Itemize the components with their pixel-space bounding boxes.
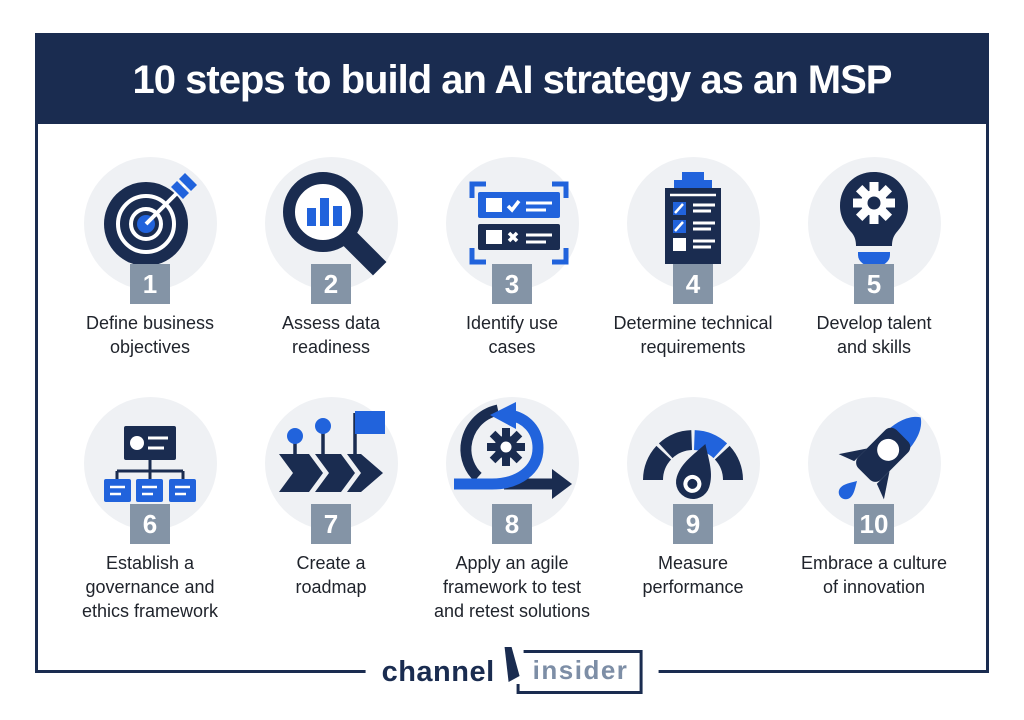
step-label: Measure performance <box>642 553 744 597</box>
step-icon-circle <box>83 157 217 290</box>
gauge-icon <box>643 429 743 499</box>
step-icon-circle <box>445 397 579 530</box>
step-number-badge: 7 <box>311 504 351 544</box>
brand-logo: channel insider <box>365 646 659 694</box>
rocket-icon <box>838 416 922 499</box>
magnifier-chart-icon <box>283 171 387 275</box>
step-item-2: 2 Assess data readiness <box>241 157 422 359</box>
content-frame: 10 steps to build an AI strategy as an M… <box>35 33 989 694</box>
step-number-badge: 9 <box>673 504 713 544</box>
step-label: Establish a governance and ethics framew… <box>81 553 219 621</box>
step-item-3: 3 Identify use cases <box>422 157 603 359</box>
step-item-8: 8 Apply an agile framework to test and r… <box>422 397 603 623</box>
step-number-badge: 1 <box>130 264 170 304</box>
step-label: Embrace a culture of innovation <box>800 553 948 597</box>
step-label: Define business objectives <box>85 313 215 357</box>
step-item-5: 5 Develop talent and skills <box>784 157 965 359</box>
brand-slash-icon <box>499 646 524 684</box>
roadmap-arrow-icon <box>279 410 385 492</box>
step-number-badge: 2 <box>311 264 351 304</box>
use-case-list-icon <box>469 181 569 264</box>
step-icon-circle <box>626 397 760 530</box>
steps-row-2: 6 Establish a governance and ethics fram… <box>60 397 965 623</box>
step-number-badge: 8 <box>492 504 532 544</box>
step-icon-circle <box>626 157 760 290</box>
header-banner: 10 steps to build an AI strategy as an M… <box>38 36 986 124</box>
step-number-badge: 4 <box>673 264 713 304</box>
step-item-6: 6 Establish a governance and ethics fram… <box>60 397 241 623</box>
brand-channel-text: channel <box>381 655 495 688</box>
step-label: Identify use cases <box>465 313 559 357</box>
step-label: Develop talent and skills <box>816 313 932 357</box>
step-item-9: 9 Measure performance <box>603 397 784 623</box>
lightbulb-gear-icon <box>840 171 908 267</box>
steps-row-1: 1 Define business objectives 2 Assess da… <box>60 157 965 359</box>
agile-loop-icon <box>454 401 572 499</box>
step-icon-circle <box>264 397 398 530</box>
step-number-badge: 5 <box>854 264 894 304</box>
org-chart-icon <box>104 425 196 502</box>
step-item-10: 10 Embrace a culture of innovation <box>784 397 965 623</box>
brand-insider-text: insider <box>532 655 629 685</box>
checklist-clipboard-icon <box>665 171 721 264</box>
target-arrow-icon <box>104 172 197 266</box>
step-item-7: 7 Create a roadmap <box>241 397 422 623</box>
step-item-1: 1 Define business objectives <box>60 157 241 359</box>
step-label: Assess data readiness <box>281 313 381 357</box>
step-label: Create a roadmap <box>295 553 367 597</box>
step-label: Determine technical requirements <box>613 313 773 357</box>
step-number-badge: 10 <box>854 504 894 544</box>
step-label: Apply an agile framework to test and ret… <box>433 553 591 621</box>
step-number-badge: 3 <box>492 264 532 304</box>
brand-insider-box: insider <box>516 650 643 694</box>
step-item-4: 4 Determine technical requirements <box>603 157 784 359</box>
step-number-badge: 6 <box>130 504 170 544</box>
page-title: 10 steps to build an AI strategy as an M… <box>132 57 893 102</box>
